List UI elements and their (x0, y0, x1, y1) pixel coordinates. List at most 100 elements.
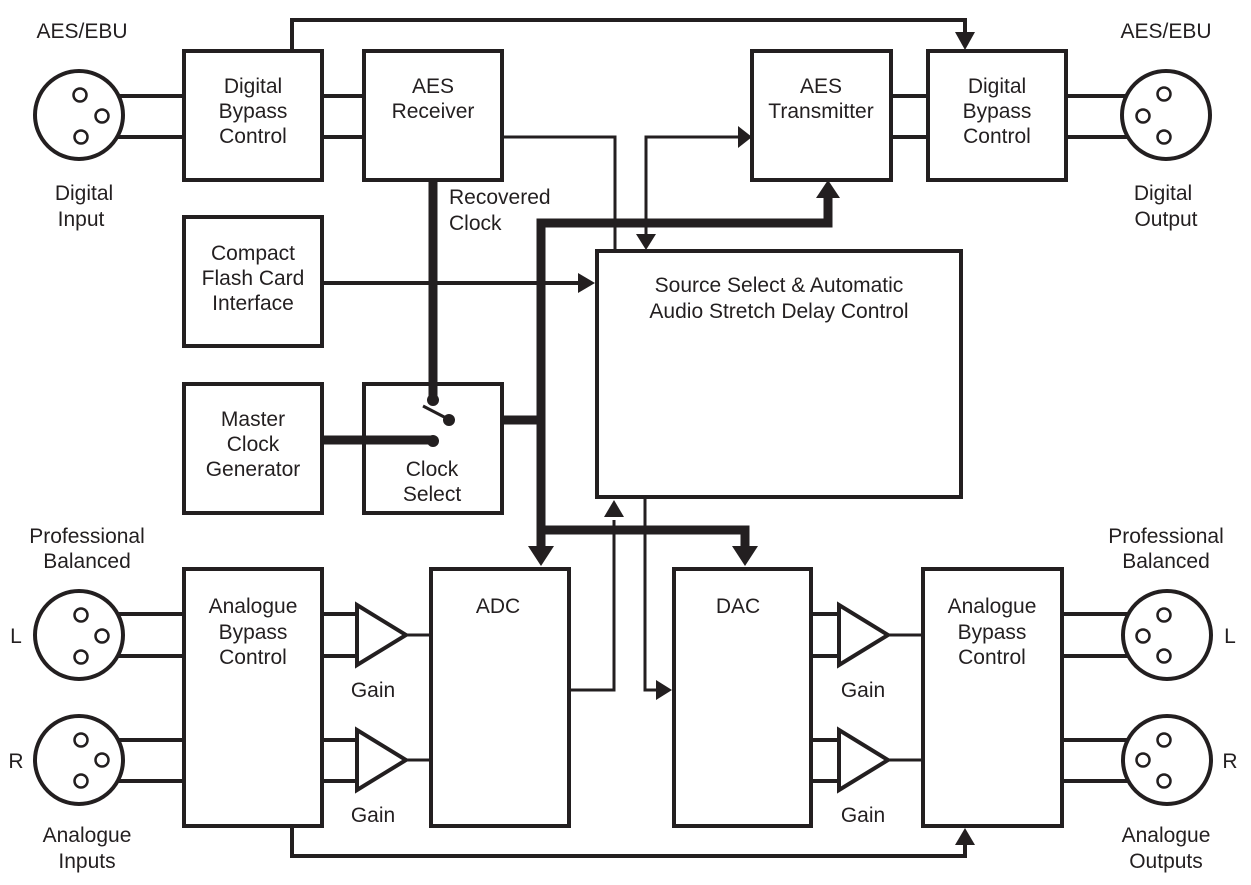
arrow-into-dac (656, 680, 672, 700)
block-text: Transmitter (768, 100, 873, 123)
arrow-into-source-left (578, 273, 595, 293)
block-text: Bypass (219, 621, 288, 644)
block-text: Master (221, 408, 285, 431)
label-pro-balanced-out: Professional (1108, 525, 1224, 548)
label-analogue-outputs: Analogue (1122, 824, 1211, 847)
xlr-pin (94, 752, 110, 768)
block-aes-receiver: AES Receiver (362, 49, 504, 182)
label-digital-input: Digital (55, 182, 113, 205)
block-text: Control (219, 125, 287, 148)
label-pro-balanced-in: Professional (29, 525, 145, 548)
label-analogue-inputs: Analogue (43, 824, 132, 847)
xlr-pin (94, 628, 110, 644)
label-digital-output: Digital (1134, 182, 1192, 205)
xlr-digital-output (1120, 69, 1212, 161)
block-master-clock: Master Clock Generator (182, 382, 324, 515)
xlr-analogue-input-r (33, 714, 125, 806)
block-text: ADC (476, 595, 520, 618)
label-channel-r-out: R (1222, 750, 1237, 773)
label-recovered-clock: Clock (449, 212, 502, 235)
amplifier-icon (355, 726, 410, 794)
block-text: Control (958, 646, 1026, 669)
block-source-select: Source Select & Automatic Audio Stretch … (595, 249, 963, 499)
arrow-into-digital-bypass-out (955, 32, 975, 50)
block-digital-bypass-in: Digital Bypass Control (182, 49, 324, 182)
label-digital-input: Input (58, 208, 105, 231)
block-text: Analogue (209, 595, 298, 618)
block-text: Digital (224, 75, 282, 98)
xlr-connector-icon (33, 69, 125, 161)
xlr-connector-icon (33, 714, 125, 806)
xlr-analogue-output-r (1121, 714, 1213, 806)
block-text: Bypass (958, 621, 1027, 644)
block-text: Flash Card (202, 267, 305, 290)
xlr-pin (1156, 129, 1172, 145)
gain-amp-out-l: Gain (837, 601, 892, 702)
xlr-pin (1156, 732, 1172, 748)
block-text: Select (403, 483, 462, 506)
block-text: Receiver (392, 100, 475, 123)
block-aes-transmitter: AES Transmitter (750, 49, 893, 182)
xlr-pin (1135, 108, 1151, 124)
block-text: Bypass (963, 100, 1032, 123)
block-text: Clock (227, 433, 280, 456)
arrow-into-source-bottom (604, 500, 624, 517)
label-digital-output: Output (1134, 208, 1197, 231)
label-channel-l-in: L (10, 625, 22, 648)
block-analogue-bypass-in: Analogue Bypass Control (182, 567, 324, 828)
block-text: Compact (211, 242, 295, 265)
arrow-into-source-top (636, 234, 656, 250)
xlr-pin (73, 607, 89, 623)
gain-label: Gain (841, 679, 885, 702)
wire-receiver-to-source (502, 135, 617, 252)
wire-digital-bypass-path (290, 18, 967, 51)
wire-analogue-bypass-path (290, 826, 967, 858)
xlr-pin (94, 108, 110, 124)
arrow-into-analogue-bypass-out (955, 828, 975, 845)
xlr-pin (73, 649, 89, 665)
block-adc: ADC (429, 567, 571, 828)
label-aes-ebu-out: AES/EBU (1120, 20, 1211, 43)
bus-clock-to-dac (541, 525, 750, 548)
xlr-connector-icon (1121, 589, 1213, 681)
block-analogue-bypass-out: Analogue Bypass Control (921, 567, 1064, 828)
xlr-analogue-output-l (1121, 589, 1213, 681)
block-digital-bypass-out: Digital Bypass Control (926, 49, 1068, 182)
block-text: Interface (212, 292, 294, 315)
arrow-clock-into-dac (732, 546, 758, 566)
xlr-pin (1156, 86, 1172, 102)
amplifier-icon (837, 726, 892, 794)
block-text: Bypass (219, 100, 288, 123)
xlr-pin (72, 87, 88, 103)
block-text: Analogue (948, 595, 1037, 618)
xlr-pin (73, 129, 89, 145)
xlr-analogue-input-l (33, 589, 125, 681)
switch-contact-master (427, 435, 439, 447)
xlr-connector-icon (33, 589, 125, 681)
block-dac: DAC (672, 567, 813, 828)
switch-contact-recovered (427, 394, 439, 406)
gain-label: Gain (351, 679, 395, 702)
gain-amp-in-r: Gain (351, 726, 410, 827)
arrow-clock-into-transmitter (816, 180, 840, 198)
arrow-clock-into-adc (528, 546, 554, 566)
block-text: Audio Stretch Delay Control (649, 300, 908, 323)
label-recovered-clock: Recovered (449, 186, 551, 209)
block-text: Digital (968, 75, 1026, 98)
block-text: Generator (206, 458, 301, 481)
block-text: AES (800, 75, 842, 98)
gain-label: Gain (841, 804, 885, 827)
switch-lever (422, 404, 449, 421)
xlr-pin (1156, 773, 1172, 789)
block-text: Clock (406, 458, 459, 481)
gain-amp-out-r: Gain (837, 726, 892, 827)
label-analogue-inputs: Inputs (58, 850, 115, 873)
wire-source-to-dac (643, 497, 658, 692)
label-channel-l-out: L (1224, 625, 1236, 648)
amplifier-icon (837, 601, 892, 669)
label-pro-balanced-out: Balanced (1122, 550, 1210, 573)
xlr-pin (73, 773, 89, 789)
xlr-pin (1135, 752, 1151, 768)
label-analogue-outputs: Outputs (1129, 850, 1203, 873)
